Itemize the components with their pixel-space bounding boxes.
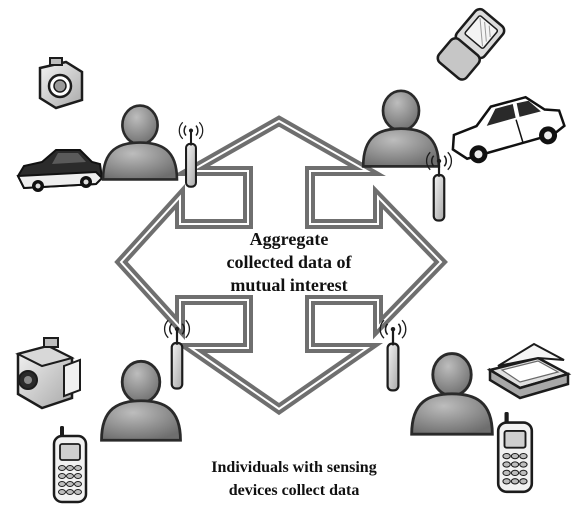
sedan-icon bbox=[451, 95, 566, 164]
bottom-caption-line-2: devices collect data bbox=[228, 482, 360, 499]
person-icon bbox=[101, 104, 179, 181]
person-icon bbox=[410, 352, 494, 436]
antenna-icon bbox=[378, 318, 408, 392]
bottom-caption-line-1: Individuals with sensing bbox=[211, 459, 377, 476]
car-icon bbox=[16, 149, 104, 192]
bottom-caption: Individuals with sensing devices collect… bbox=[174, 456, 414, 502]
four-way-arrow bbox=[114, 115, 448, 416]
arrow-inner-highlight bbox=[119, 119, 443, 411]
camcorder-icon bbox=[15, 337, 81, 410]
mobile-phone-icon bbox=[496, 410, 534, 494]
center-caption-line-3: mutual interest bbox=[230, 275, 348, 295]
mobile-phone-icon bbox=[52, 424, 88, 504]
center-caption-line-2: collected data of bbox=[226, 252, 352, 272]
center-caption: Aggregate collected data of mutual inter… bbox=[214, 228, 364, 297]
antenna-icon bbox=[163, 319, 191, 390]
camera-icon bbox=[38, 57, 84, 110]
flip-phone-icon bbox=[436, 7, 506, 81]
center-caption-line-1: Aggregate bbox=[249, 229, 329, 249]
scanner-icon bbox=[486, 342, 572, 400]
antenna-icon bbox=[178, 121, 204, 188]
person-icon bbox=[100, 359, 182, 442]
